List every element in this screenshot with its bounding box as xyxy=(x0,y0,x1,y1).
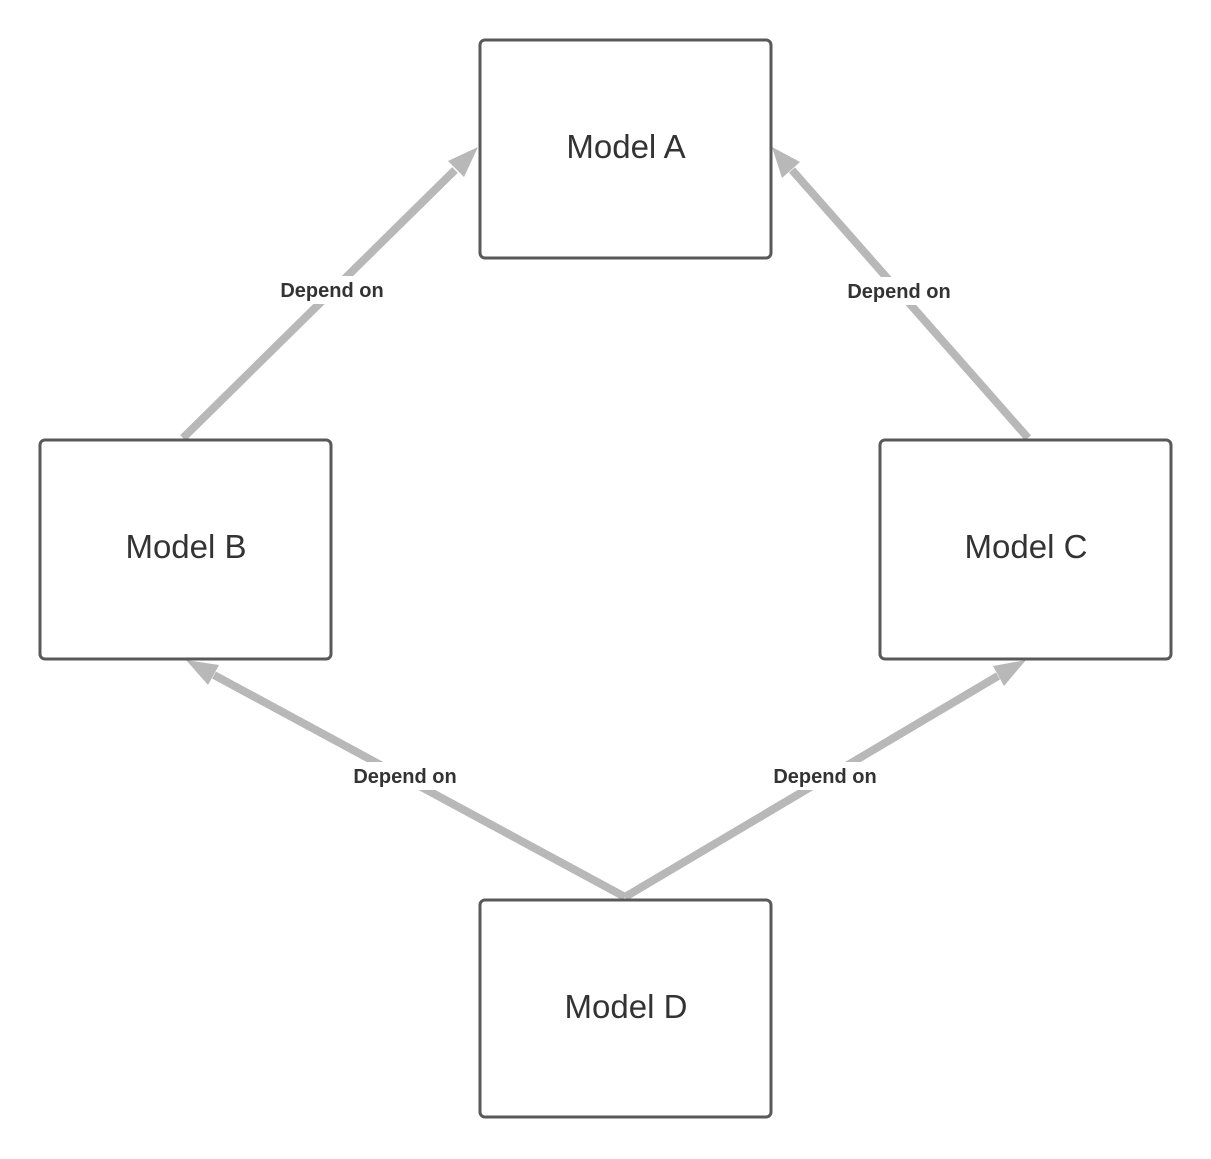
node-model-c[interactable]: Model C xyxy=(878,438,1173,661)
edge-b-to-a: Depend on xyxy=(180,147,478,441)
arrowhead-icon xyxy=(993,660,1026,686)
node-label: Model C xyxy=(965,528,1088,565)
node-label: Model A xyxy=(566,128,685,165)
node-box xyxy=(478,898,773,1119)
edge-label-background xyxy=(343,762,467,790)
arrowhead-icon xyxy=(772,147,800,178)
node-model-a[interactable]: Model A xyxy=(478,38,773,260)
node-box xyxy=(878,438,1173,661)
edge-label: Depend on xyxy=(353,766,456,788)
node-label: Model D xyxy=(565,988,688,1025)
arrowhead-icon xyxy=(186,660,219,685)
edge-label-background xyxy=(763,762,887,790)
edge-label: Depend on xyxy=(773,766,876,788)
node-box xyxy=(478,38,773,260)
arrowhead-icon xyxy=(448,147,478,177)
node-label: Model B xyxy=(125,528,246,565)
edge-label: Depend on xyxy=(280,280,383,302)
edge-label-background xyxy=(837,277,961,305)
node-model-d[interactable]: Model D xyxy=(478,898,773,1119)
edge-d-to-b: Depend on xyxy=(186,660,627,901)
edge-c-to-a: Depend on xyxy=(772,147,1032,441)
edge-d-to-c: Depend on xyxy=(622,660,1026,901)
edge-label-background xyxy=(270,276,394,304)
node-model-b[interactable]: Model B xyxy=(38,438,333,661)
node-box xyxy=(38,438,333,661)
edge-label: Depend on xyxy=(847,281,950,303)
